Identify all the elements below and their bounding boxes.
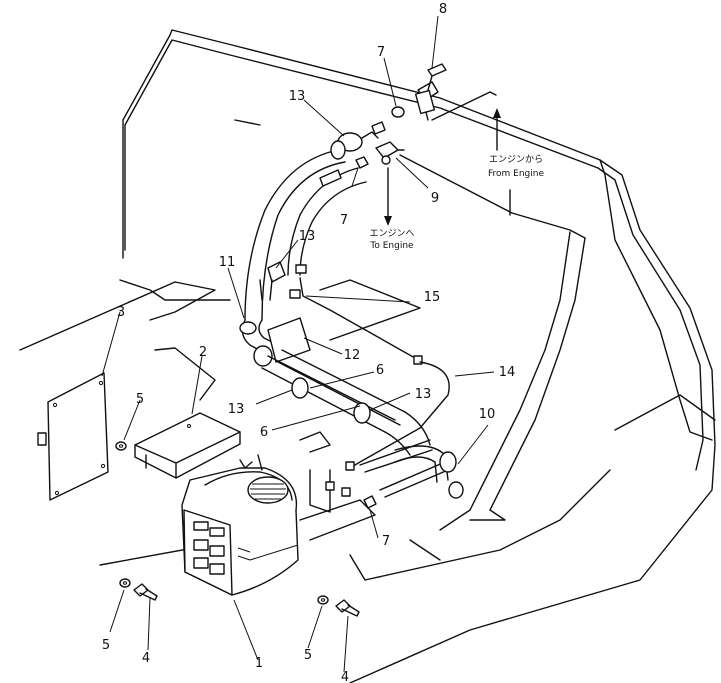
callout-6-left: 6 — [260, 425, 268, 440]
callout-6-right: 6 — [376, 363, 384, 378]
callout-8: 8 — [439, 2, 447, 17]
callout-1: 1 — [255, 656, 263, 671]
upper-hoses — [244, 121, 386, 321]
callout-13-top: 13 — [289, 89, 306, 104]
callout-5-left: 5 — [102, 638, 110, 653]
callout-9: 9 — [431, 191, 439, 206]
callout-2: 2 — [199, 345, 207, 360]
part-5-washer-left — [119, 578, 131, 588]
part-7-mid-clip — [355, 156, 369, 169]
callout-13-right: 13 — [415, 387, 432, 402]
part-14-wire — [345, 361, 450, 471]
callout-13-mid: 13 — [299, 229, 316, 244]
part-13-clamp-lower — [253, 345, 273, 367]
from-engine-indicator — [431, 91, 501, 151]
callout-5-cover: 5 — [136, 392, 144, 407]
callout-11: 11 — [219, 255, 236, 270]
callout-10: 10 — [479, 407, 496, 422]
callout-7-mid: 7 — [340, 213, 348, 228]
to-engine-en: To Engine — [369, 241, 414, 251]
to-engine-jp: エンジンへ — [369, 229, 414, 239]
part-2-heater-cover — [134, 412, 241, 479]
callout-numbers: 8 7 13 7 9 13 11 15 3 2 12 6 14 13 5 13 … — [102, 2, 515, 683]
part-5-washer-right — [317, 595, 329, 605]
callout-5-right: 5 — [304, 648, 312, 663]
part-8-drain-cock — [414, 63, 447, 121]
part-15-wire — [289, 264, 423, 365]
engine-notes: エンジンから From Engine エンジンへ To Engine — [369, 154, 544, 251]
callout-7-low: 7 — [382, 534, 390, 549]
part-3-panel — [37, 372, 109, 501]
part-1-heater-unit — [181, 454, 299, 596]
part-7-upper-clip — [391, 106, 405, 118]
callout-4-right: 4 — [341, 670, 349, 683]
callout-4-left: 4 — [142, 651, 150, 666]
part-11-fitting — [239, 319, 279, 356]
callout-7-top: 7 — [377, 45, 385, 60]
callout-13-left: 13 — [228, 402, 245, 417]
from-engine-en: From Engine — [488, 169, 544, 179]
callout-3: 3 — [117, 305, 125, 320]
leader-lines — [101, 15, 495, 673]
callout-14: 14 — [499, 365, 516, 380]
part-7-lower-clips — [325, 481, 377, 509]
part-12-plate — [267, 317, 311, 363]
part-5-washer-cover — [115, 441, 127, 451]
part-10-elbow — [394, 445, 464, 499]
part-4-bolt-right — [335, 599, 360, 617]
to-engine-indicator — [384, 167, 392, 226]
callout-12: 12 — [344, 348, 361, 363]
part-9-valve — [375, 141, 405, 165]
callout-15: 15 — [424, 290, 441, 305]
part-4-bolt-left — [133, 583, 158, 601]
from-engine-jp: エンジンから — [489, 154, 543, 165]
part-6-hoses — [261, 349, 449, 498]
